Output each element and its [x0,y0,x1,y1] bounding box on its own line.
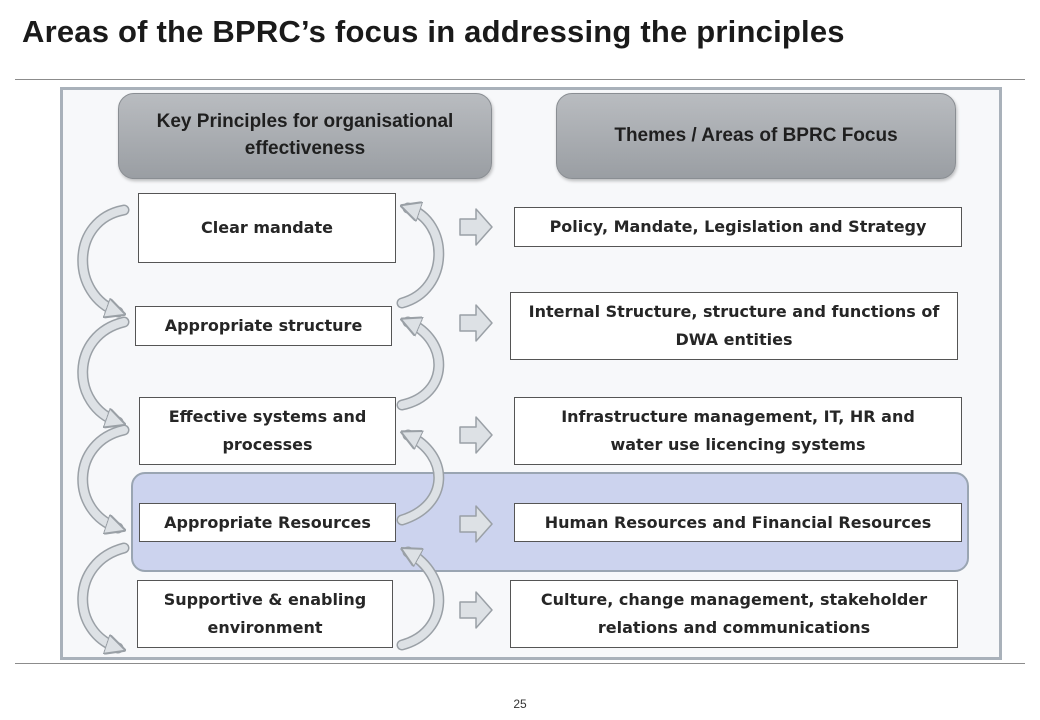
left-curve-arrow-1 [77,204,130,312]
principle-box-1: Clear mandate [138,193,396,263]
theme-box-5: Culture, change management, stakeholder … [510,580,958,648]
right-curve-arrow-4 [396,546,445,651]
themes-header: Themes / Areas of BPRC Focus [556,93,956,179]
page-number: 25 [513,697,527,711]
left-curve-arrow-2 [77,316,130,422]
theme-box-3: Infrastructure management, IT, HR and wa… [514,397,962,465]
principle-box-2: Appropriate structure [135,306,392,346]
block-arrow-3 [459,416,493,454]
block-arrow-2 [459,304,493,342]
right-curve-arrow-2 [396,322,445,411]
right-curve-arrow-3 [396,429,445,526]
principle-box-5: Supportive & enabling environment [137,580,393,648]
block-arrows [459,208,493,629]
theme-box-4: Human Resources and Financial Resources [514,503,962,542]
page-title: Areas of the BPRC’s focus in addressing … [22,14,845,49]
left-curve-arrow-4 [77,542,130,648]
principle-box-4: Appropriate Resources [139,503,396,542]
block-arrow-5 [459,591,493,629]
left-curve-arrows [77,204,130,648]
title-divider [15,79,1025,80]
theme-box-1: Policy, Mandate, Legislation and Strateg… [514,207,962,247]
principle-box-3: Effective systems and processes [139,397,396,465]
right-curve-arrows [396,208,445,651]
left-curve-arrow-3 [77,424,130,528]
footer-divider [15,663,1025,664]
theme-box-2: Internal Structure, structure and functi… [510,292,958,360]
principles-header: Key Principles for organisational effect… [118,93,492,179]
block-arrow-1 [459,208,493,246]
right-curve-arrow-1 [396,208,445,309]
block-arrow-4 [459,505,493,543]
